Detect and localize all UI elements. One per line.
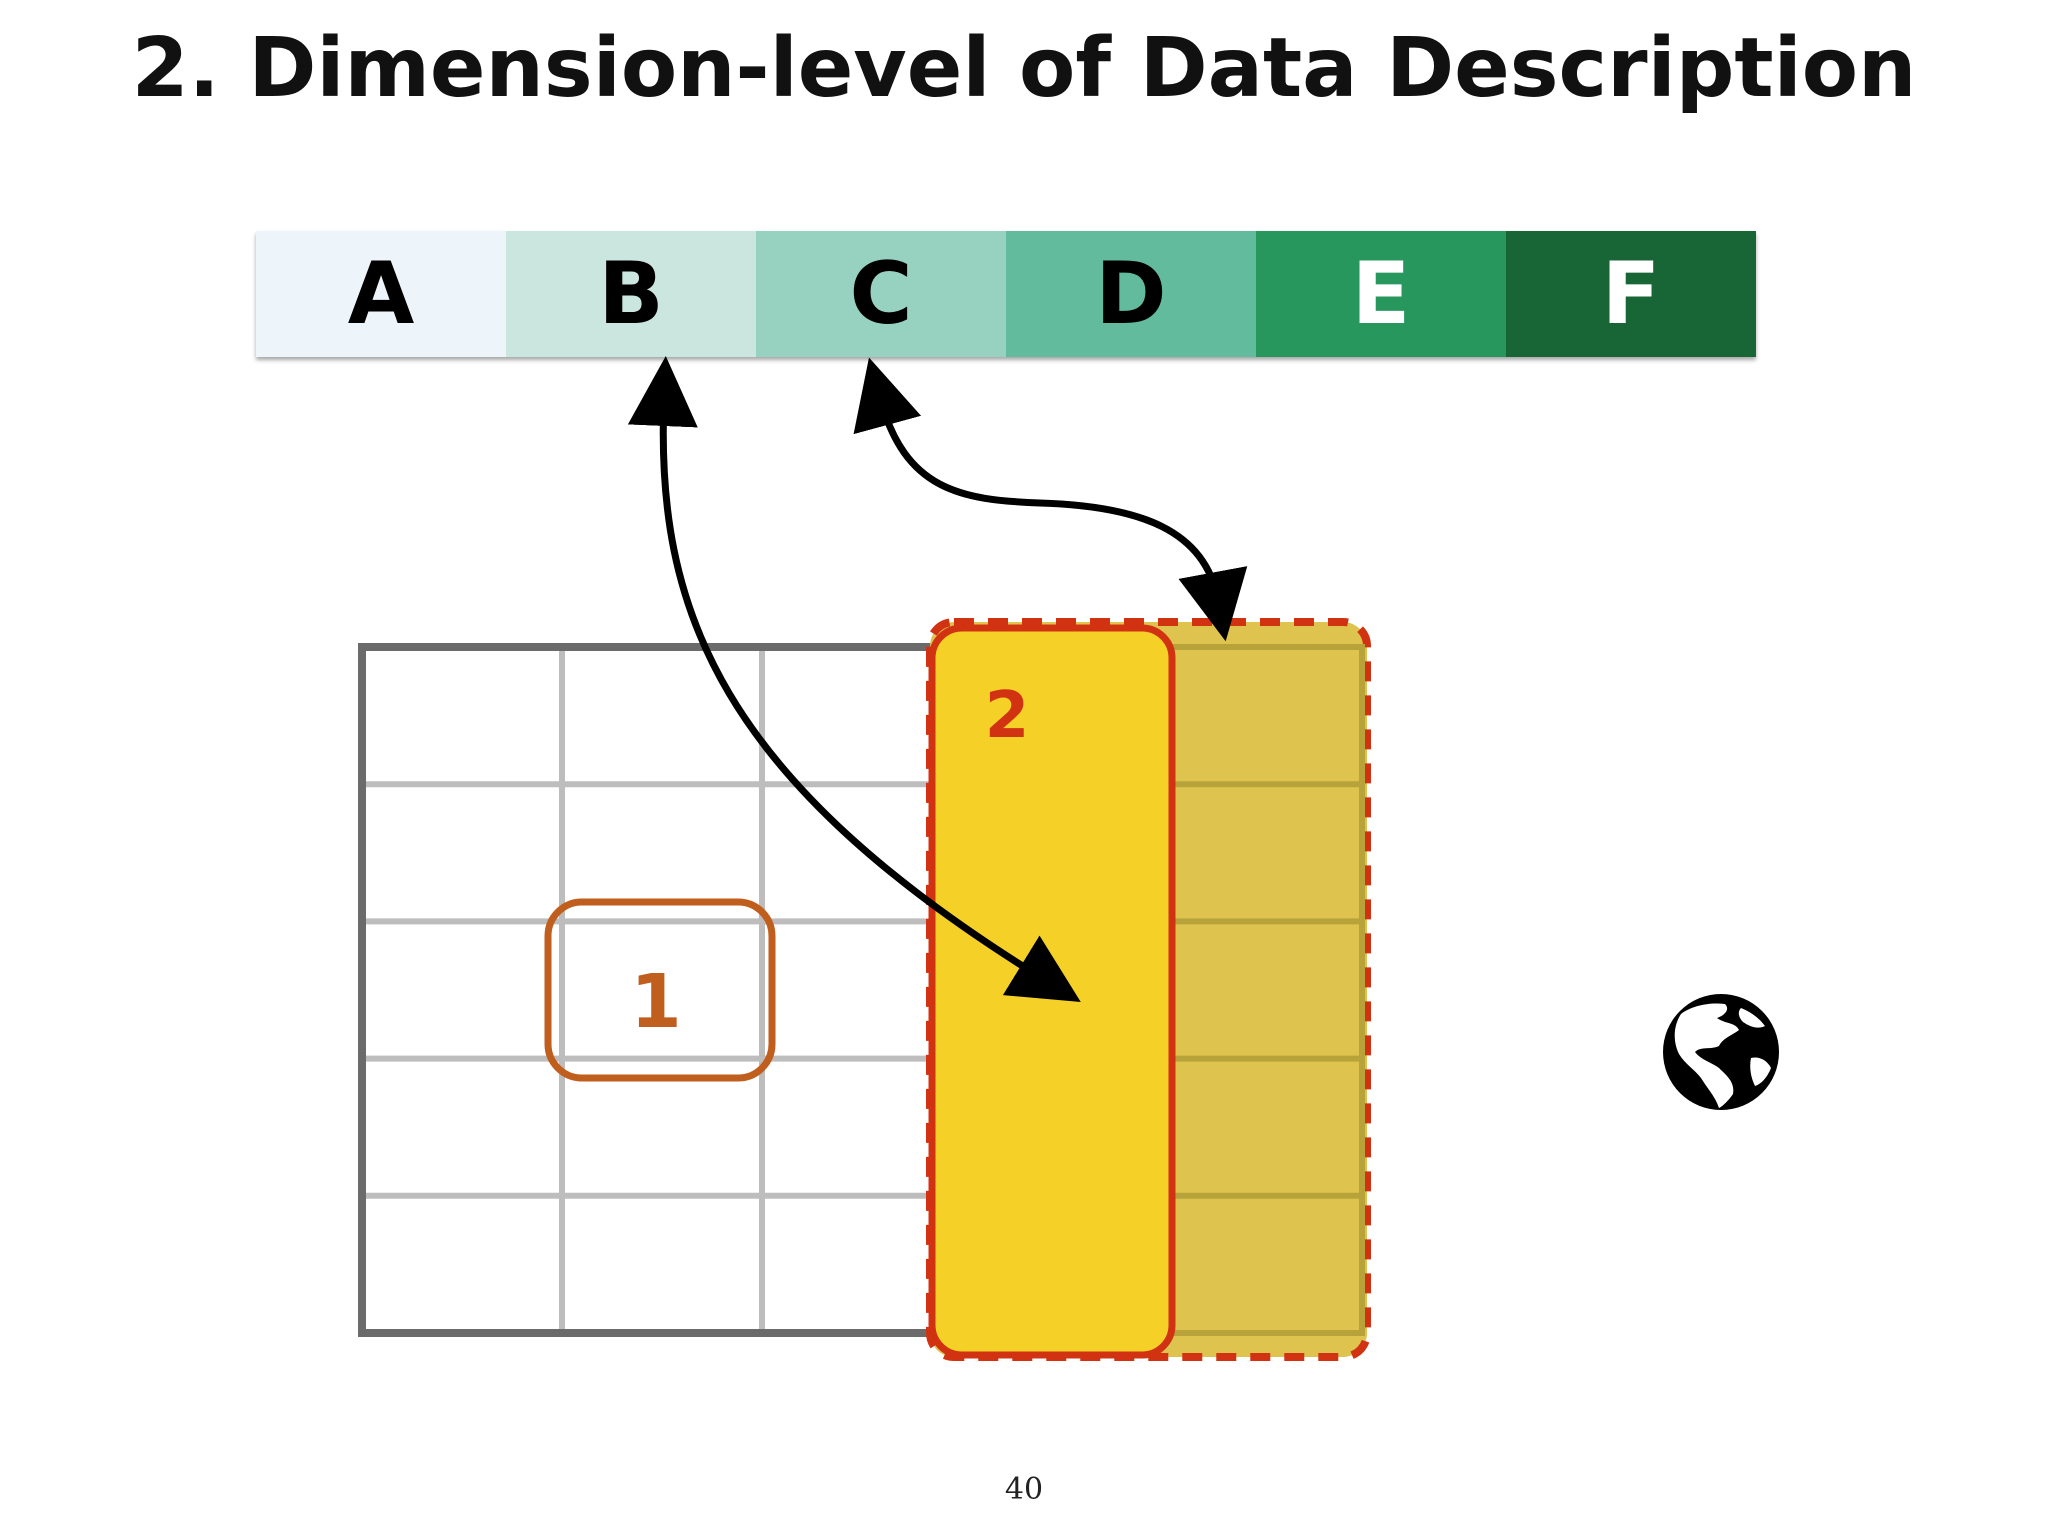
dimension-column-highlight xyxy=(928,624,1176,1359)
dimension-column-group: 2 xyxy=(926,618,1371,1361)
scale-label-c: C xyxy=(849,244,913,344)
column-label-2: 2 xyxy=(985,679,1030,753)
globe-icon xyxy=(1663,994,1779,1110)
scale-cell-a: A xyxy=(256,231,506,357)
scale-cell-b: B xyxy=(506,231,756,357)
cell-label-1: 1 xyxy=(630,959,682,1045)
scale-cell-e: E xyxy=(1256,231,1506,357)
scale-cell-f: F xyxy=(1506,231,1756,357)
scale-cell-c: C xyxy=(756,231,1006,357)
scale-cell-d: D xyxy=(1006,231,1256,357)
slide-title: 2. Dimension-level of Data Description xyxy=(131,21,1917,116)
scale-label-e: E xyxy=(1351,244,1411,344)
scale-label-d: D xyxy=(1095,244,1167,344)
scale-label-b: B xyxy=(598,244,664,344)
arrow-c-to-column xyxy=(853,357,1248,642)
arrow-b-to-column xyxy=(627,356,1081,1003)
color-scale-bar: A B C D E F xyxy=(256,231,1756,357)
scale-label-f: F xyxy=(1601,244,1661,344)
page-number: 40 xyxy=(1004,1472,1044,1507)
scale-label-a: A xyxy=(347,244,415,344)
